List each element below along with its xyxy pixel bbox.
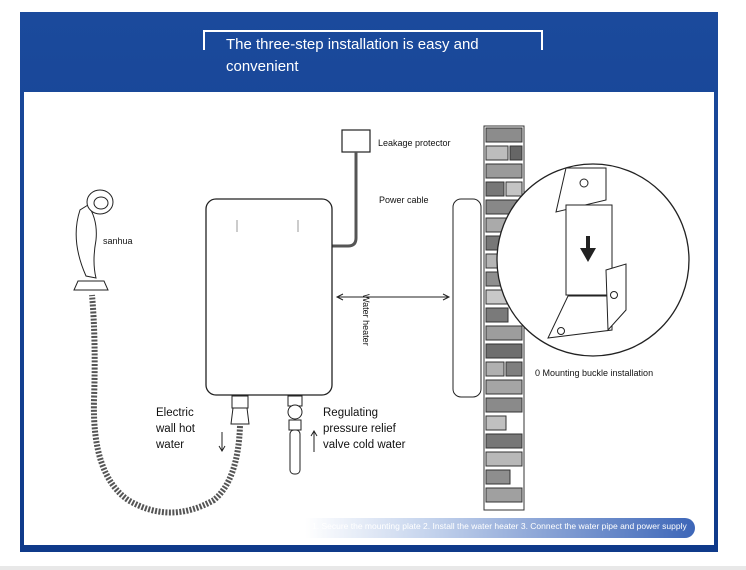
regulating-line-2: pressure relief (323, 423, 396, 435)
water-heater-label: Water heater (361, 294, 371, 346)
power-cable-label: Power cable (379, 195, 429, 205)
leakage-protector-label: Leakage protector (378, 138, 451, 148)
page-title: The three-step installation is easy and … (226, 36, 479, 75)
mounting-label: 0 Mounting buckle installation (535, 368, 654, 378)
leakage-protector-box (341, 129, 371, 153)
regulating-valve-label: Regulating pressure relief valve cold wa… (323, 405, 405, 453)
bottom-strip (0, 566, 746, 570)
electric-line-2: wall hot (156, 423, 195, 435)
sanhua-label: sanhua (103, 236, 133, 246)
footer-bar (305, 518, 695, 538)
hose-connector (73, 280, 109, 291)
footer-steps: 1. Secure the mounting plate 2. Install … (312, 521, 687, 531)
regulating-line-1: Regulating (323, 407, 378, 419)
cold-pipe (289, 429, 301, 475)
hot-outlet-fitting (231, 395, 249, 409)
down-arrow-icon (580, 236, 596, 262)
mounting-plate (452, 198, 482, 398)
shower-hose (89, 294, 243, 516)
electric-line-1: Electric (156, 407, 194, 419)
shower-handle (75, 204, 97, 279)
title-bracket (203, 30, 543, 50)
electric-line-3: water (156, 439, 185, 451)
electric-hot-water-label: Electric wall hot water (156, 405, 195, 453)
regulating-line-3: valve cold water (323, 439, 406, 451)
power-cable-line (330, 152, 358, 248)
water-heater-body (205, 198, 333, 396)
